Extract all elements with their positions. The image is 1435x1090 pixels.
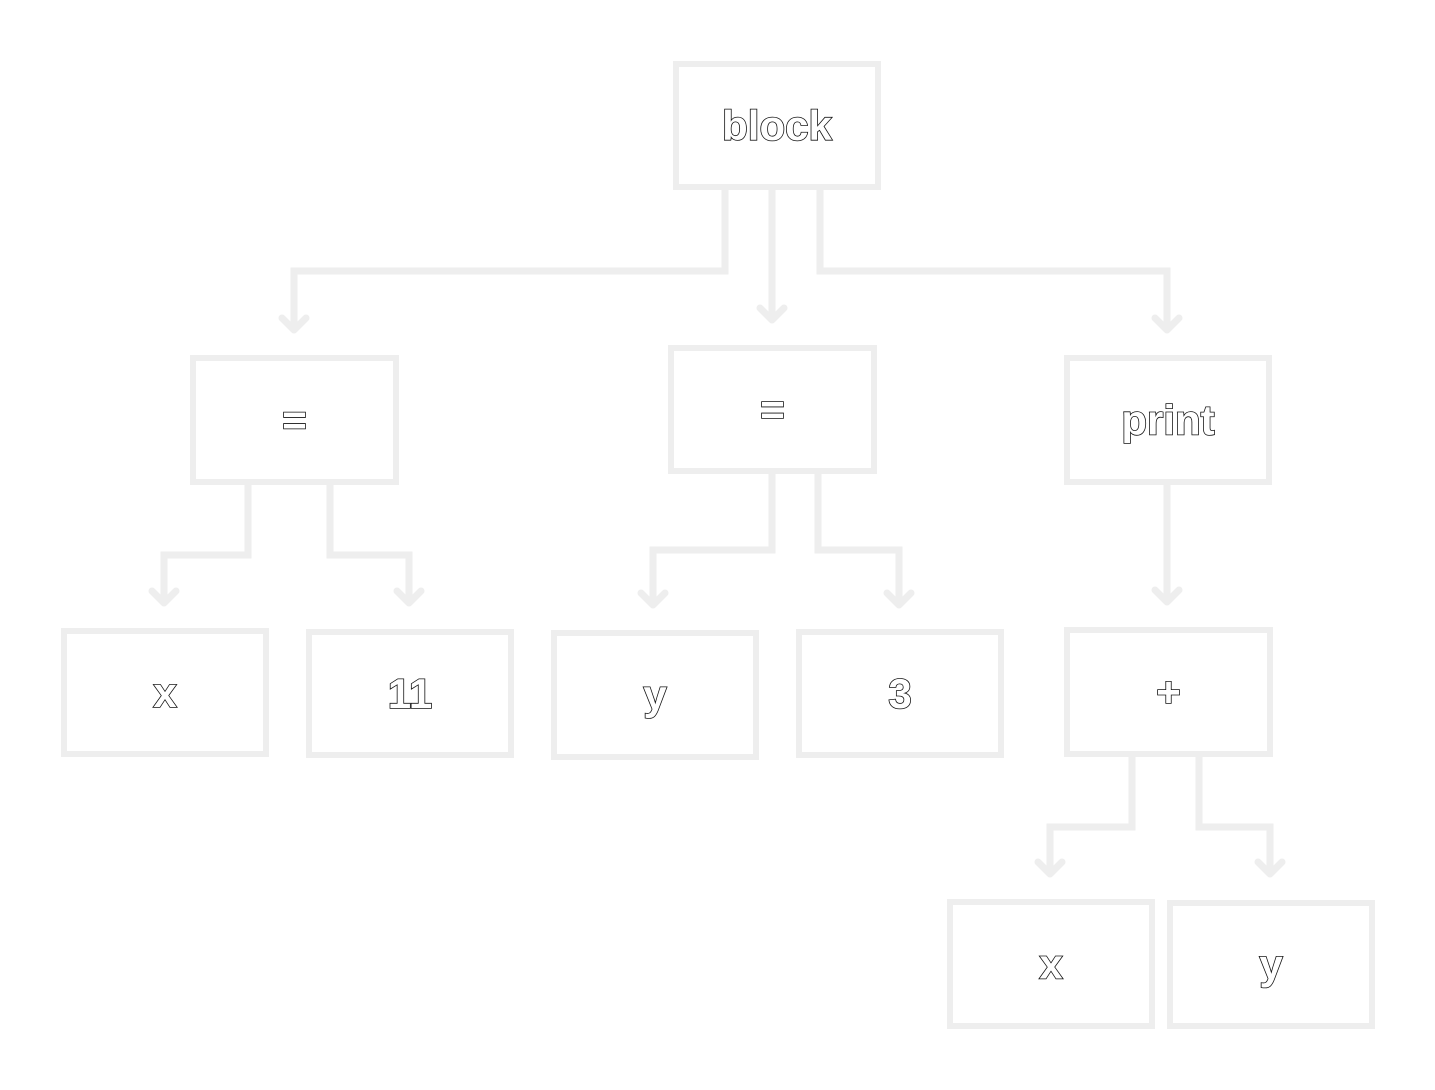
arrowhead-assign1	[278, 314, 310, 334]
node-label-assign1: =	[282, 397, 307, 444]
node-box-block	[673, 61, 881, 190]
tree-node-y1: y	[551, 630, 759, 760]
tree-node-assign2: =	[668, 345, 877, 474]
node-box-assign2	[668, 345, 877, 474]
arrowhead-plus	[1151, 586, 1183, 606]
tree-node-x2: x	[947, 899, 1155, 1029]
edge-plus-to-y2	[1195, 754, 1274, 874]
tree-node-print: print	[1064, 355, 1272, 485]
node-box-y2	[1167, 900, 1375, 1029]
node-box-n11	[306, 629, 514, 758]
arrowhead-y2	[1254, 858, 1286, 878]
node-label-y2: y	[1259, 941, 1283, 988]
edge-assign2-to-y1	[649, 471, 776, 605]
node-label-x2: x	[1039, 941, 1063, 988]
node-box-x1	[61, 628, 269, 757]
node-label-plus: +	[1156, 669, 1181, 716]
tree-node-assign1: =	[190, 355, 399, 485]
node-label-n3: 3	[888, 670, 911, 717]
arrowhead-assign2	[756, 304, 788, 324]
node-box-assign1	[190, 355, 399, 485]
arrowhead-print	[1151, 314, 1183, 334]
edge-block-to-assign1	[290, 187, 729, 330]
node-box-print	[1064, 355, 1272, 485]
tree-node-block: block	[673, 61, 881, 190]
edge-assign1-to-n11	[326, 482, 413, 603]
edge-plus-to-x2	[1046, 754, 1136, 874]
arrowhead-x1	[148, 587, 180, 607]
node-box-y1	[551, 630, 759, 760]
edge-block-to-print	[816, 187, 1171, 330]
arrowhead-x2	[1034, 858, 1066, 878]
node-label-print: print	[1121, 397, 1214, 444]
tree-node-y2: y	[1167, 900, 1375, 1029]
node-label-block: block	[722, 102, 832, 149]
edges-layer	[148, 187, 1286, 878]
tree-node-n3: 3	[796, 629, 1004, 758]
node-box-n3	[796, 629, 1004, 758]
arrowhead-n3	[883, 589, 915, 609]
node-label-n11: 11	[388, 670, 432, 717]
tree-node-x1: x	[61, 628, 269, 757]
tree-node-n11: 11	[306, 629, 514, 758]
node-label-assign2: =	[760, 386, 785, 433]
edge-assign2-to-n3	[814, 471, 903, 605]
node-label-y1: y	[643, 672, 667, 719]
tree-node-plus: +	[1064, 627, 1273, 757]
arrowhead-y1	[637, 589, 669, 609]
node-box-plus	[1064, 627, 1273, 757]
arrowhead-n11	[393, 587, 425, 607]
edge-assign1-to-x1	[160, 482, 252, 603]
nodes-layer: block = = print x 11 y 3 + x y	[61, 61, 1375, 1029]
node-label-x1: x	[153, 669, 177, 716]
node-box-x2	[947, 899, 1155, 1029]
